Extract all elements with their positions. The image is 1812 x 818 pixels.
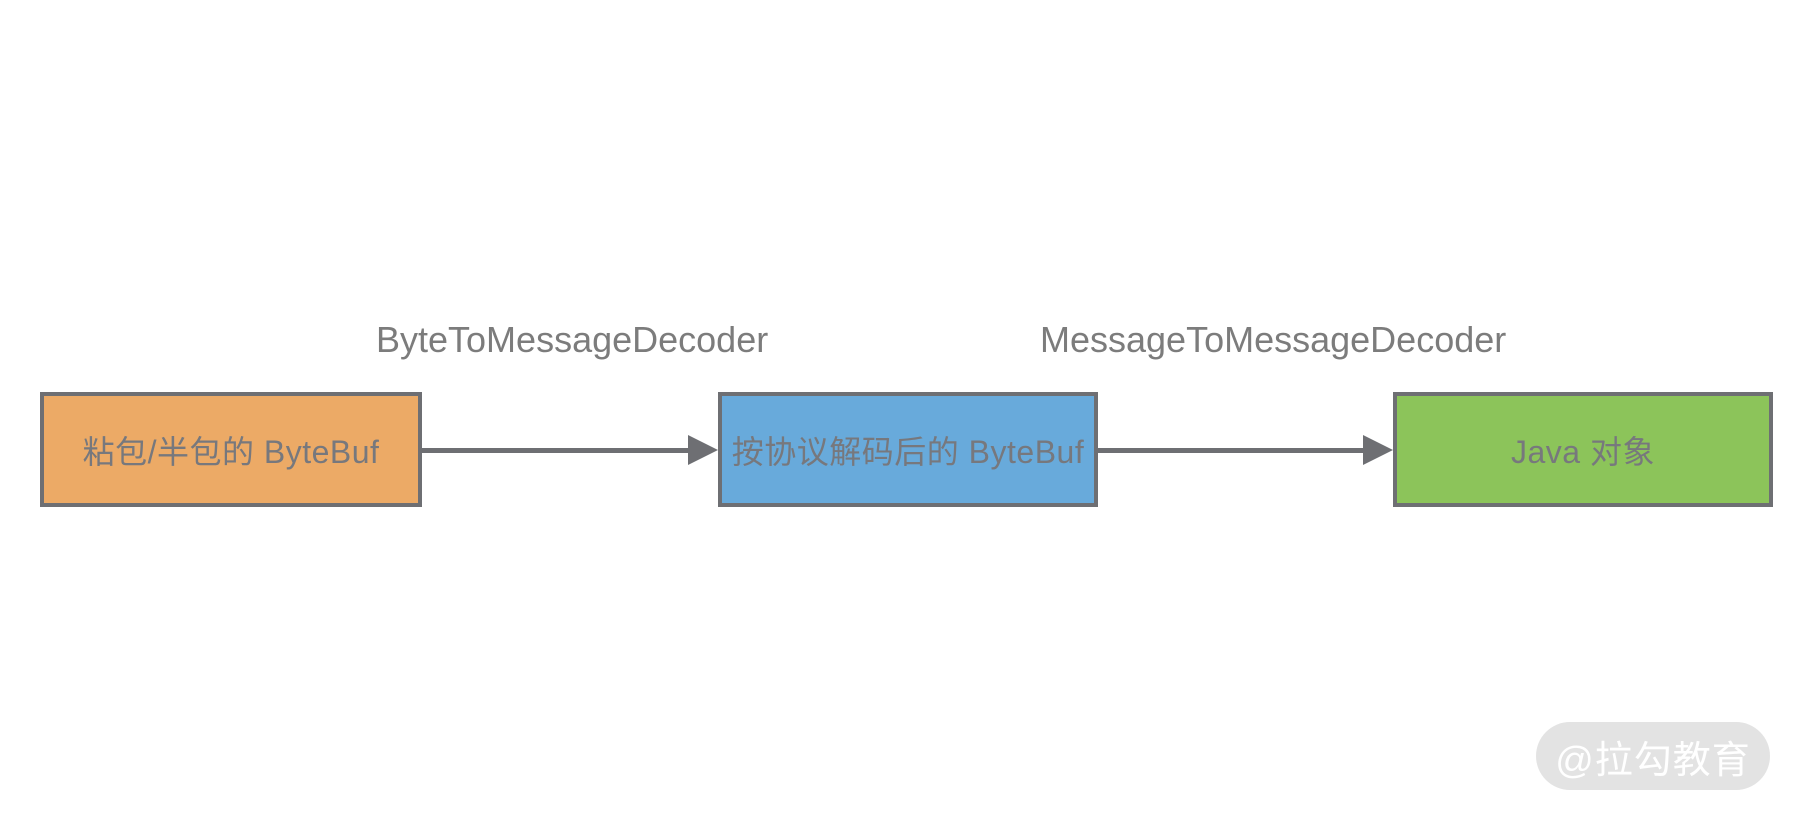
- arrow-line-2: [1098, 448, 1367, 453]
- node-protocol-decoded-bytebuf: 按协议解码后的 ByteBuf: [718, 392, 1098, 507]
- edge-label-message-to-message-decoder: MessageToMessageDecoder: [1040, 319, 1507, 360]
- arrow-head-icon: [688, 435, 718, 465]
- edge-label-byte-to-message-decoder: ByteToMessageDecoder: [376, 319, 769, 360]
- node-label: 粘包/半包的 ByteBuf: [82, 433, 380, 470]
- node-sticky-half-packet-bytebuf: 粘包/半包的 ByteBuf: [40, 392, 422, 507]
- watermark-text: @拉勾教育: [1555, 739, 1751, 782]
- node-label: Java 对象: [1511, 433, 1655, 470]
- watermark-badge: @拉勾教育: [1536, 722, 1770, 790]
- node-java-object: Java 对象: [1393, 392, 1773, 507]
- node-label: 按协议解码后的 ByteBuf: [731, 433, 1085, 470]
- arrow-line-1: [422, 448, 692, 453]
- arrow-head-icon: [1363, 435, 1393, 465]
